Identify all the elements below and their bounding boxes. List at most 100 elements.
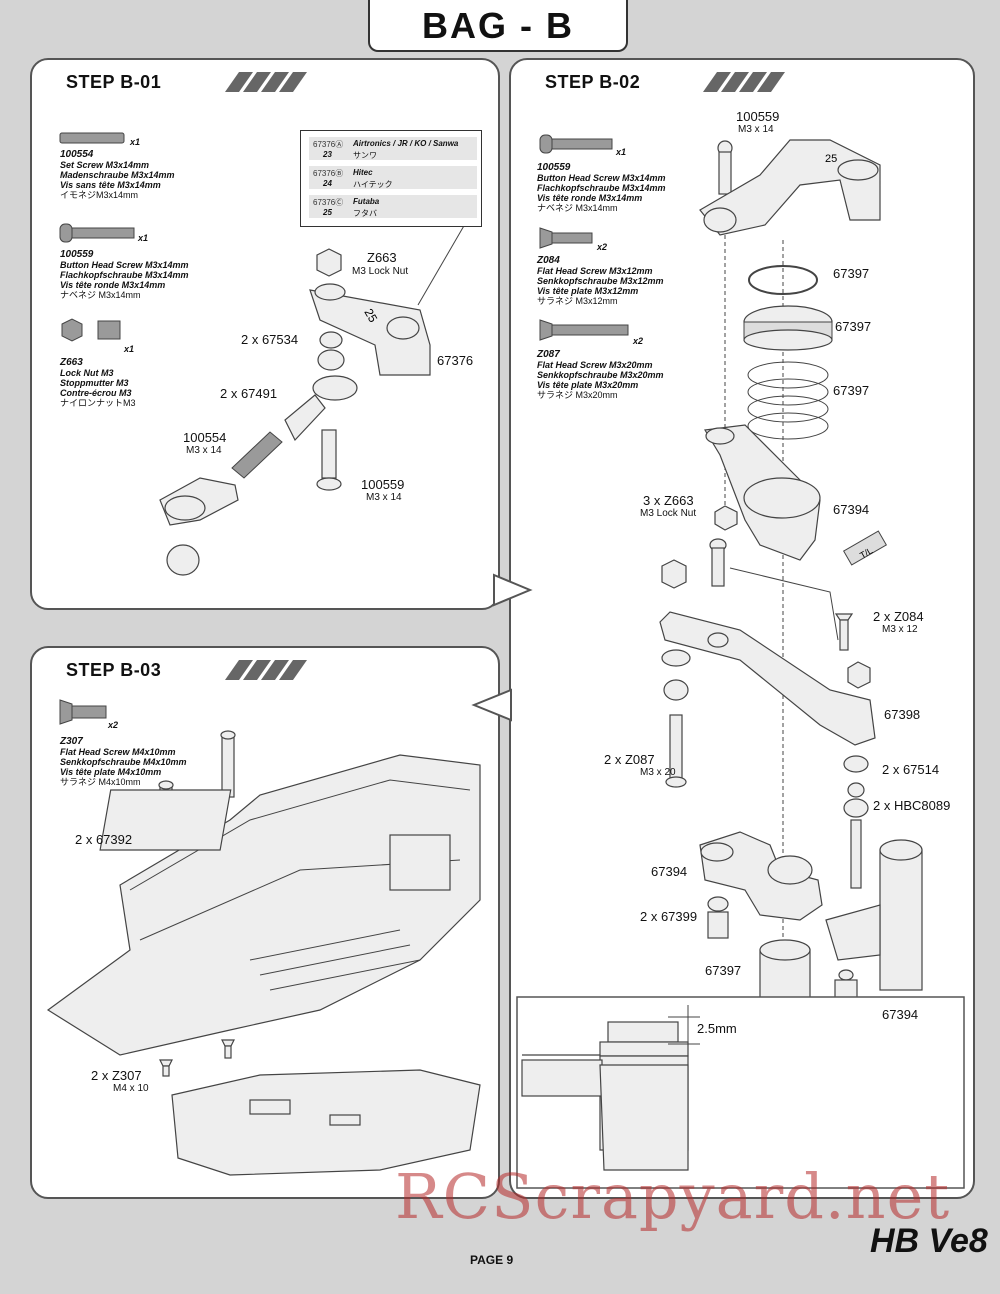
flat-screw-z084 — [834, 613, 854, 651]
part-qty: x2 — [633, 336, 644, 346]
part-name-de: Senkkopfschraube M3x12mm — [537, 276, 664, 286]
brand-logo: HB Ve8 — [870, 1222, 988, 1260]
part-qty: x1 — [138, 233, 149, 243]
callout-67392: 2 x 67392 — [75, 832, 133, 847]
part-name-en: Button Head Screw M3x14mm — [60, 260, 189, 270]
callout-z087: 2 x Z087 — [604, 752, 655, 767]
bushing-67399 — [707, 896, 729, 939]
callout-100559: 100559 — [736, 109, 780, 124]
page-title: BAG - B — [368, 0, 628, 52]
legend-row: 67376Ⓒ 25 Futaba フタバ — [309, 195, 477, 218]
part-name-en: Set Screw M3x14mm — [60, 160, 150, 170]
button-head-screw-icon — [59, 223, 135, 243]
ball-stud-drawing — [317, 331, 345, 371]
set-screw-drawing — [231, 431, 283, 479]
part-name-de: Senkkopfschraube M3x20mm — [537, 370, 664, 380]
part-100559: 100559 Button Head Screw M3x14mm Flachko… — [60, 249, 189, 301]
step-b01-title: STEP B-01 — [66, 72, 162, 92]
part-number: Z663 — [60, 357, 83, 368]
part-number: 100554 — [60, 149, 94, 160]
legend-brand-jp: ハイテック — [353, 180, 393, 189]
oring-drawing — [748, 265, 818, 295]
callout-67398: 67398 — [884, 707, 921, 722]
callout-100559-sub: M3 x 14 — [738, 124, 774, 135]
part-name-en: Button Head Screw M3x14mm — [537, 173, 666, 183]
legend-number: 23 — [323, 150, 332, 159]
callout-67394: 67394 — [651, 864, 688, 879]
callout-67394: 67394 — [882, 1007, 919, 1022]
arrow-to-step3 — [471, 688, 512, 722]
part-qty: x2 — [597, 242, 608, 252]
callout-67534: 2 x 67534 — [241, 332, 299, 347]
part-name-de: Flachkopfschraube M3x14mm — [60, 270, 189, 280]
callout-67514: 2 x 67514 — [882, 762, 940, 777]
callout-100559-sub: M3 x 14 — [366, 492, 402, 503]
legend-number: 24 — [323, 179, 332, 188]
part-qty: x1 — [616, 147, 627, 157]
callout-67397: 67397 — [835, 319, 872, 334]
flat-head-screw-icon-2 — [539, 319, 629, 341]
bushing-67514 — [843, 755, 869, 773]
lock-nut-left-drawing — [661, 559, 687, 589]
watermark: RCScrapyard.net — [395, 1160, 951, 1233]
callout-67397: 67397 — [833, 266, 870, 281]
callout-100554: 100554 — [183, 430, 227, 445]
part-number: 100559 — [60, 249, 94, 260]
horn-mark-2: 25 — [825, 153, 837, 165]
callout-z087-sub: M3 x 20 — [640, 767, 676, 778]
button-head-screw-icon-2 — [539, 134, 613, 154]
lock-nut-step2-drawing — [714, 505, 738, 531]
screw-z087-lower — [665, 714, 687, 788]
collar-nut-drawing — [743, 305, 833, 351]
lock-nut-icon — [61, 318, 121, 342]
legend-code: 67376Ⓑ — [313, 169, 344, 178]
callout-z663-sub: M3 Lock Nut — [640, 508, 697, 519]
part-100554: 100554 Set Screw M3x14mm Madenschraube M… — [60, 149, 175, 201]
legend-brand: Hitec — [353, 168, 373, 177]
servo-horn-legend: 67376Ⓐ 23 Airtronics / JR / KO / Sanwa サ… — [300, 130, 482, 227]
callout-hbc8089: 2 x HBC8089 — [873, 798, 951, 813]
callout-67394: 67394 — [833, 502, 870, 517]
ball-hbc8089 — [843, 782, 869, 818]
part-name-fr: Vis tête ronde M3x14mm — [60, 280, 166, 290]
callout-67376: 67376 — [437, 353, 474, 368]
bushing-left — [661, 649, 691, 701]
ball-end-lower-drawing — [159, 477, 239, 526]
callout-z663: Z663 — [367, 250, 397, 265]
part-z307: Z307 Flat Head Screw M4x10mm Senkkopfsch… — [60, 737, 187, 788]
screw-drawing-100559 — [316, 429, 342, 491]
steering-post-left — [699, 831, 823, 921]
inset-drawing — [521, 1005, 700, 1171]
legend-code: 67376Ⓐ — [313, 140, 344, 149]
flat-head-screw-icon-1 — [539, 227, 593, 249]
callout-100554-sub: M3 x 14 — [186, 445, 222, 456]
callout-67397: 67397 — [705, 963, 742, 978]
part-name-jp: サラネジ M3x20mm — [537, 390, 618, 400]
step-b02-title: STEP B-02 — [545, 72, 641, 92]
part-name-jp: サラネジ M4x10mm — [60, 777, 141, 787]
callout-z084-sub: M3 x 12 — [882, 624, 918, 635]
callout-67491: 2 x 67491 — [220, 386, 278, 401]
lock-nut-right-drawing — [847, 661, 871, 689]
legend-brand-jp: フタバ — [353, 209, 377, 218]
part-name-en: Flat Head Screw M3x12mm — [537, 266, 653, 276]
pin-right — [850, 819, 862, 889]
tube-tl: T/L — [842, 530, 888, 566]
screw-z087-upper — [709, 538, 727, 587]
servo-horn-drawing: 25 — [309, 283, 431, 376]
part-number: Z084 — [537, 255, 560, 266]
part-name-fr: Vis tête ronde M3x14mm — [537, 193, 643, 203]
part-name-fr: Vis tête plate M3x12mm — [537, 286, 639, 296]
top-horn-drawing: 25 — [699, 139, 881, 236]
part-qty: x2 — [108, 720, 119, 730]
callout-z307-sub: M4 x 10 — [113, 1083, 149, 1094]
callout-67397: 67397 — [833, 383, 870, 398]
link-bar-drawing — [659, 611, 876, 746]
part-name-en: Flat Head Screw M3x20mm — [537, 360, 653, 370]
part-name-jp: サラネジ M3x12mm — [537, 296, 618, 306]
part-name-jp: ナイロンナットM3 — [60, 398, 136, 408]
ball-drawing — [166, 544, 200, 576]
post-right — [825, 839, 923, 991]
callout-z307: 2 x Z307 — [91, 1068, 142, 1083]
